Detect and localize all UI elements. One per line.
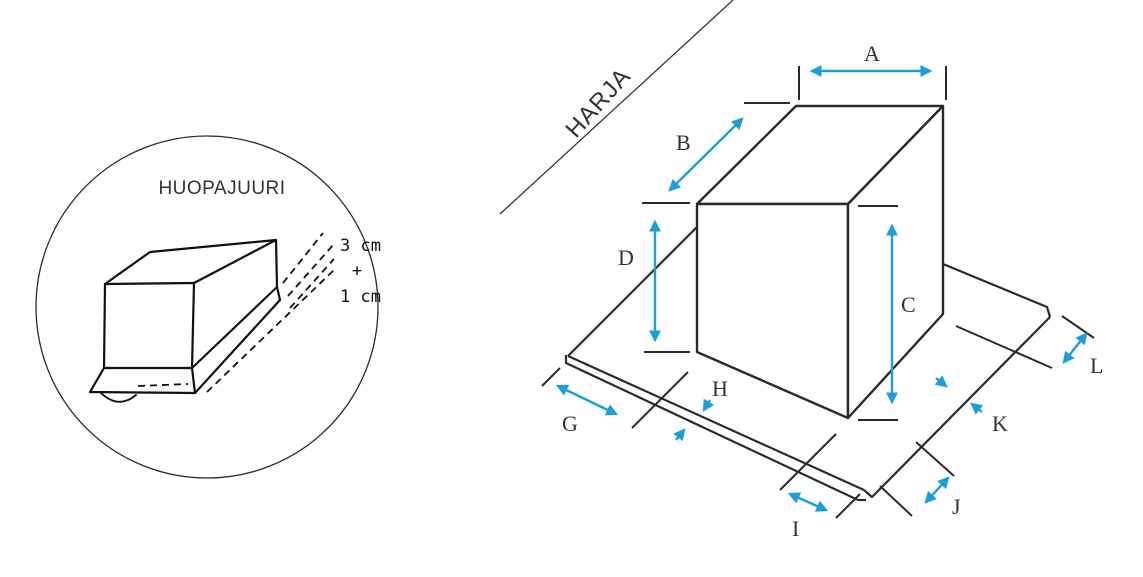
label-B: B [676, 130, 691, 155]
label-J: J [952, 494, 961, 519]
arrow-K-bottom [970, 402, 984, 415]
label-G: G [562, 411, 578, 436]
dimension-arrows [555, 65, 1088, 512]
label-L: L [1090, 353, 1103, 378]
dim-plus: + [352, 261, 362, 281]
chimney-block [695, 104, 945, 420]
ridge-label: HARJA [560, 63, 636, 143]
label-C: C [901, 292, 916, 317]
roof-plate [564, 223, 1052, 502]
arrow-H-top [702, 398, 715, 413]
dim-3cm: 3 cm [340, 236, 381, 256]
arrow-G [555, 384, 619, 416]
dimension-extension-lines [541, 66, 1095, 519]
arrow-B [668, 117, 744, 192]
label-A: A [864, 41, 880, 66]
detail-circle [35, 135, 379, 479]
dimension-letters: A B D C H G K L J I [562, 41, 1103, 541]
label-K: K [992, 411, 1008, 436]
dim-1cm: 1 cm [340, 287, 381, 307]
felt-strip-dashed [137, 232, 335, 393]
felt-root-detail: HUOPAJUURI 3 cm + 1 cm [35, 135, 381, 479]
label-H: H [712, 376, 728, 401]
felt-box-sketch [88, 238, 282, 403]
arrow-H-bottom [673, 428, 686, 442]
arrow-K-top [934, 375, 948, 388]
felt-root-title: HUOPAJUURI [158, 178, 285, 199]
arrow-I [787, 492, 829, 512]
arrow-J [924, 476, 950, 504]
arrow-L [1062, 332, 1088, 364]
ridge: HARJA [499, 0, 734, 215]
label-D: D [618, 245, 634, 270]
label-I: I [792, 516, 799, 541]
ridge-line [499, 0, 734, 215]
